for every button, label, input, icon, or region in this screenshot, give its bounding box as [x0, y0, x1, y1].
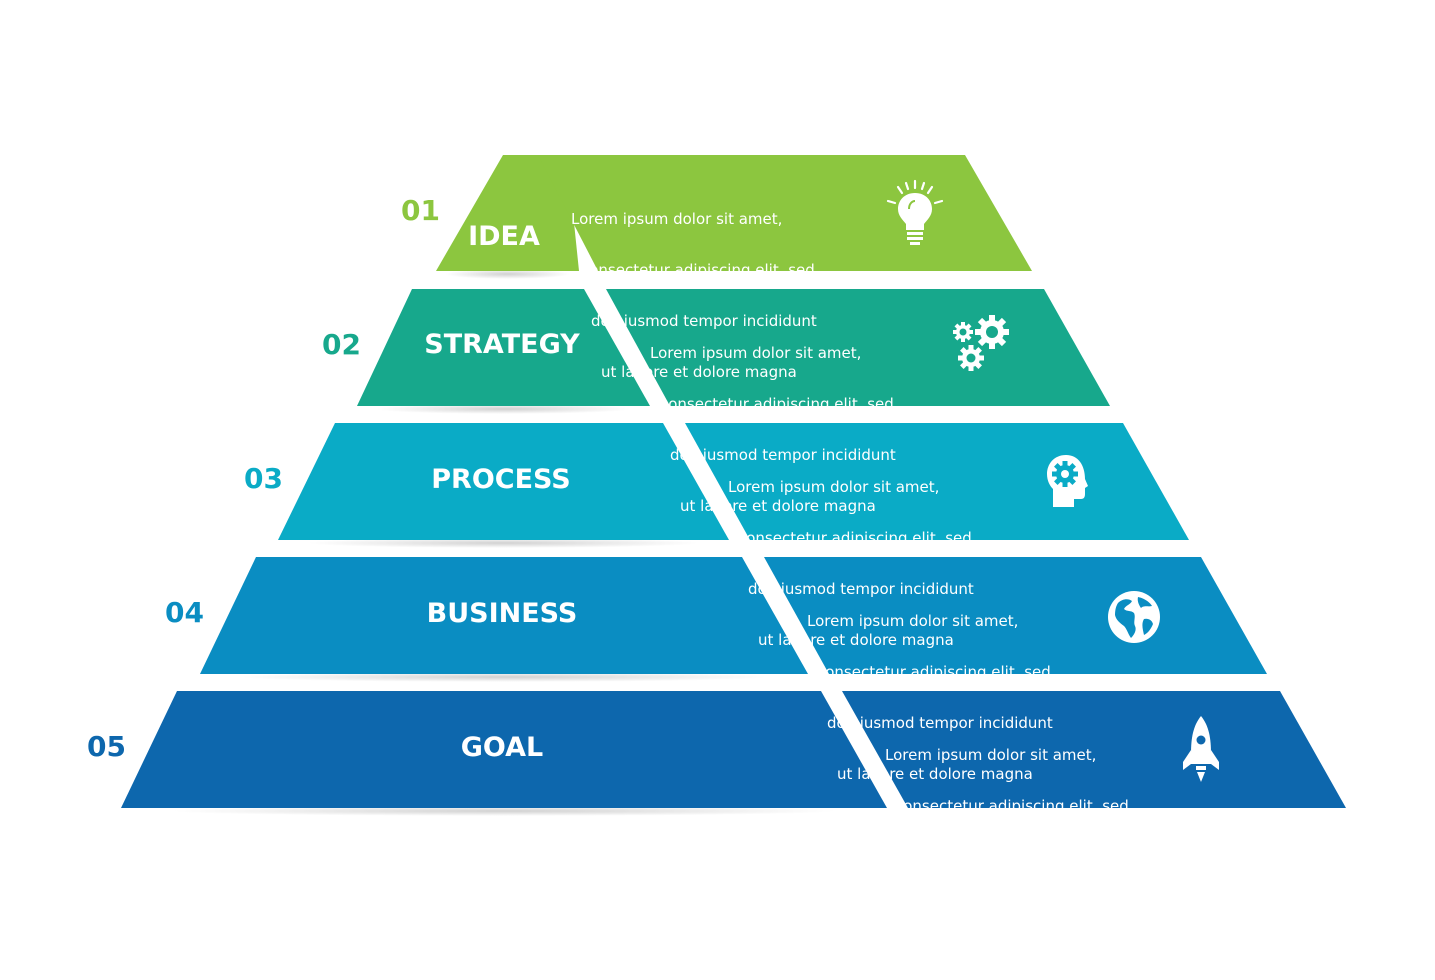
- level-1-title-block: [436, 155, 579, 271]
- level-2-description: Lorem ipsum dolor sit amet, consectetur …: [650, 311, 896, 549]
- level-2-title-block: [357, 289, 650, 406]
- level-3-shadow: [307, 538, 700, 548]
- level-3-title: PROCESS: [431, 464, 571, 495]
- level-4-shadow: [239, 672, 769, 682]
- level-3-number: 03: [244, 462, 283, 495]
- head-gear-icon: [1047, 455, 1088, 507]
- level-5-desc-line-1: Lorem ipsum dolor sit amet,: [885, 746, 1097, 764]
- level-4-desc-line-2: consectetur adipiscing elit, sed: [817, 663, 1051, 681]
- level-1-desc-line-4: ut labore et dolore magna: [601, 363, 797, 381]
- level-4-desc-line-1: Lorem ipsum dolor sit amet,: [807, 612, 1019, 630]
- lightbulb-icon: [886, 179, 944, 245]
- level-4-title-block: [200, 557, 808, 674]
- level-1-description: Lorem ipsum dolor sit amet, consectetur …: [571, 177, 817, 415]
- level-4-description: Lorem ipsum dolor sit amet, consectetur …: [807, 579, 1053, 817]
- level-4-desc-line-4: ut labore et dolore magna: [837, 765, 1033, 783]
- level-1-desc-line-1: Lorem ipsum dolor sit amet,: [571, 210, 783, 228]
- level-1-description-block: [538, 155, 1032, 271]
- level-2-title: STRATEGY: [424, 329, 580, 360]
- level-2-number: 02: [322, 328, 361, 361]
- level-1-shadow: [445, 269, 570, 279]
- gears-icon: [953, 315, 1009, 371]
- level-4-number: 04: [165, 596, 204, 629]
- level-2-description-block: [606, 289, 1110, 406]
- level-3-title-block: [278, 423, 729, 540]
- level-3-description-block: [685, 423, 1189, 540]
- level-5-desc-line-3: do eiusmod tempor incididunt: [905, 848, 1131, 866]
- level-2-desc-line-3: do eiusmod tempor incididunt: [670, 446, 896, 464]
- level-1-number: 01: [401, 194, 440, 227]
- level-5-desc-line-4: ut labore et dolore magna: [915, 899, 1111, 917]
- level-1-title: IDEA: [468, 221, 540, 252]
- level-3-description: Lorem ipsum dolor sit amet, consectetur …: [728, 445, 974, 683]
- level-5-shadow: [170, 806, 838, 816]
- level-5-description: Lorem ipsum dolor sit amet, consectetur …: [885, 713, 1131, 951]
- level-2-desc-line-2: consectetur adipiscing elit, sed: [660, 395, 894, 413]
- level-1-desc-line-3: do eiusmod tempor incididunt: [591, 312, 817, 330]
- level-5-title-block: [121, 691, 887, 808]
- level-2-desc-line-1: Lorem ipsum dolor sit amet,: [650, 344, 862, 362]
- level-4-title: BUSINESS: [426, 598, 578, 629]
- level-3-desc-line-4: ut labore et dolore magna: [758, 631, 954, 649]
- level-4-desc-line-3: do eiusmod tempor incididunt: [827, 714, 1053, 732]
- level-3-desc-line-2: consectetur adipiscing elit, sed: [738, 529, 972, 547]
- globe-icon: [1108, 591, 1160, 643]
- level-3-desc-line-3: do eiusmod tempor incididunt: [748, 580, 974, 598]
- level-2-shadow: [376, 404, 631, 414]
- level-3-desc-line-1: Lorem ipsum dolor sit amet,: [728, 478, 940, 496]
- level-5-number: 05: [87, 730, 126, 763]
- rocket-icon: [1183, 716, 1219, 782]
- level-1-desc-line-2: consectetur adipiscing elit, sed: [581, 261, 815, 279]
- level-4-description-block: [764, 557, 1267, 674]
- level-5-description-block: [842, 691, 1346, 808]
- level-5-desc-line-2: consectetur adipiscing elit, sed: [895, 797, 1129, 815]
- level-2-desc-line-4: ut labore et dolore magna: [680, 497, 876, 515]
- level-5-title: GOAL: [460, 732, 544, 763]
